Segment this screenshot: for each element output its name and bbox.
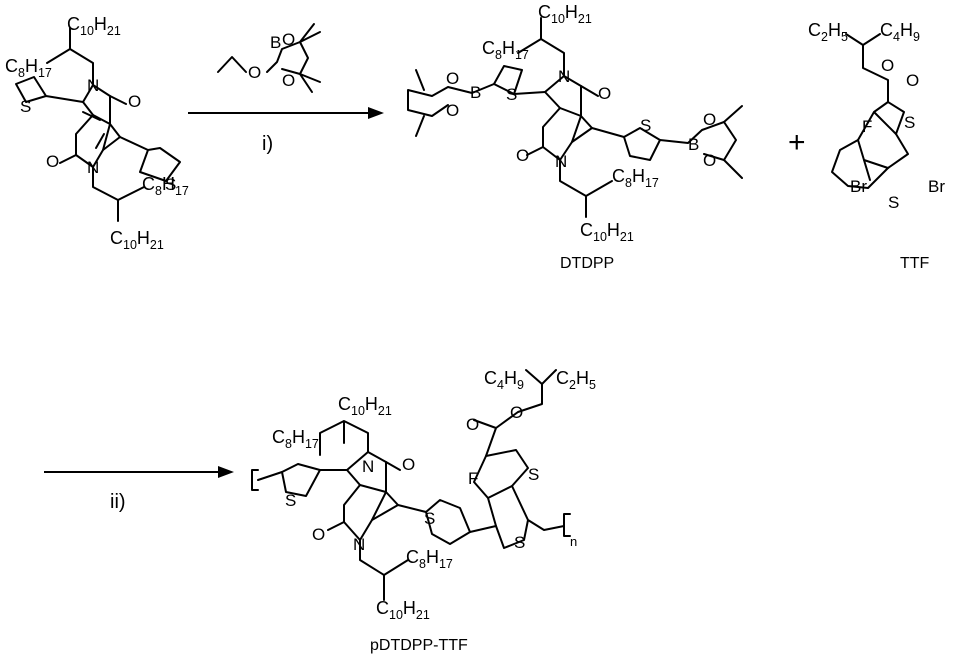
- chain-label-c10h21: C10H21: [580, 220, 634, 244]
- atom-label-s: S: [888, 193, 899, 212]
- step-1-label: i): [262, 133, 273, 155]
- atom-label-n: N: [87, 76, 99, 95]
- chain-label-c8h17: C8H17: [482, 38, 529, 62]
- atom-label-s: S: [514, 533, 525, 552]
- atom-label-o: O: [402, 455, 415, 474]
- atom-label-s: S: [424, 509, 435, 528]
- repeat-unit-subscript: n: [570, 534, 577, 549]
- atom-label-n: N: [362, 457, 374, 476]
- chain-label-c2h5: C2H5: [556, 368, 596, 392]
- atom-label-s: S: [20, 97, 31, 116]
- atom-label-o: O: [598, 84, 611, 103]
- ttf-structure: [831, 33, 909, 189]
- reaction-arrow-step-1: [188, 107, 384, 119]
- atom-label-s: S: [506, 85, 517, 104]
- atom-label-o: O: [282, 71, 295, 90]
- chain-label-c10h21: C10H21: [67, 14, 121, 38]
- atom-label-o: O: [446, 69, 459, 88]
- chain-label-c10h21: C10H21: [538, 2, 592, 26]
- chain-label-c2h5: C2H5: [808, 20, 848, 44]
- chain-label-c8h17: C8H17: [142, 174, 189, 198]
- atom-label-o: O: [312, 525, 325, 544]
- atom-label-o: O: [703, 151, 716, 170]
- atom-label-n: N: [353, 535, 365, 554]
- atom-label-n: N: [87, 158, 99, 177]
- chain-label-c8h17: C8H17: [406, 547, 453, 571]
- polymer-structure: [251, 369, 571, 601]
- step-2-label: ii): [110, 491, 126, 513]
- atom-label-br: Br: [850, 177, 867, 196]
- atom-label-n: N: [558, 67, 570, 86]
- atom-label-o: O: [248, 63, 261, 82]
- chain-label-c10h21: C10H21: [376, 598, 430, 622]
- atom-label-br: Br: [928, 177, 945, 196]
- atom-label-o: O: [466, 415, 479, 434]
- reaction-arrow-step-2: [44, 466, 234, 478]
- dtdpp-structure: [407, 17, 743, 218]
- atom-label-o: O: [446, 101, 459, 120]
- atom-label-s: S: [528, 465, 539, 484]
- starting-dpp-structure: [15, 27, 181, 222]
- atom-label-s: S: [904, 113, 915, 132]
- atom-label-o: O: [510, 403, 523, 422]
- chain-label-c8h17: C8H17: [612, 166, 659, 190]
- atom-label-b: B: [270, 33, 281, 52]
- compound-label-polymer: pDTDPP-TTF: [370, 637, 468, 654]
- plus-sign: +: [788, 126, 806, 159]
- atom-label-s: S: [165, 175, 176, 194]
- atom-label-s: S: [640, 116, 651, 135]
- atom-label-o: O: [906, 71, 919, 90]
- chain-label-c8h17: C8H17: [272, 427, 319, 451]
- chain-label-c4h9: C4H9: [880, 20, 920, 44]
- atom-label-f: F: [468, 469, 478, 488]
- atom-label-b: B: [688, 135, 699, 154]
- borolane-reagent-structure: [217, 23, 321, 93]
- atom-label-s: S: [285, 491, 296, 510]
- chain-label-c10h21: C10H21: [338, 394, 392, 418]
- atom-label-f: F: [862, 117, 872, 136]
- compound-label-ttf: TTF: [900, 255, 930, 272]
- atom-label-o: O: [881, 56, 894, 75]
- atom-label-o: O: [128, 92, 141, 111]
- chain-label-c10h21: C10H21: [110, 228, 164, 252]
- atom-label-o: O: [516, 146, 529, 165]
- atom-label-b: B: [470, 83, 481, 102]
- atom-label-o: O: [46, 152, 59, 171]
- compound-label-dtdpp: DTDPP: [560, 255, 614, 272]
- atom-label-n: N: [555, 152, 567, 171]
- atom-label-o: O: [282, 30, 295, 49]
- chain-label-c4h9: C4H9: [484, 368, 524, 392]
- chain-label-c8h17: C8H17: [5, 56, 52, 80]
- atom-label-o: O: [703, 110, 716, 129]
